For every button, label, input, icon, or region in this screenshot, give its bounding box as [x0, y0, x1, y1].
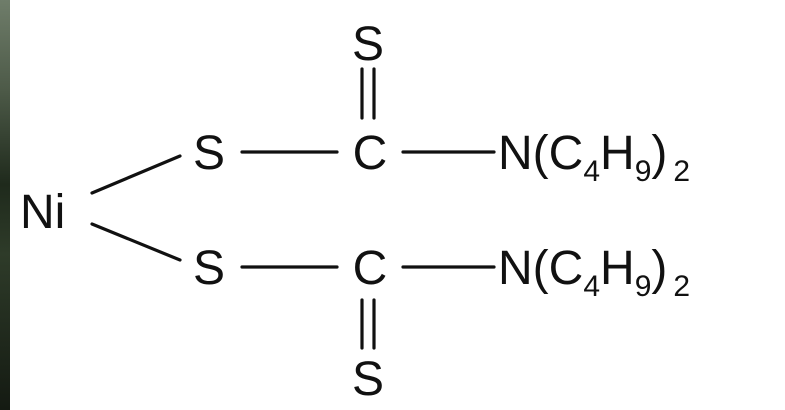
- carbon-subscript-lower: 4: [583, 270, 600, 303]
- open-paren-upper: (: [533, 127, 549, 180]
- hydrogen-subscript-lower: 9: [635, 270, 652, 303]
- thione-sulfur-lower: S: [352, 353, 384, 406]
- hydrogen-subscript-upper: 9: [635, 155, 652, 188]
- group-count-upper: 2: [673, 155, 690, 188]
- close-paren-lower: ): [651, 242, 667, 295]
- thiolate-sulfur-lower: S: [193, 242, 225, 295]
- dibutylamino-group-upper: N(C4H9)2: [498, 127, 690, 188]
- bond-ni-s-upper: [90, 154, 182, 195]
- close-paren-upper: ): [651, 127, 667, 180]
- thione-sulfur-upper: S: [352, 18, 384, 71]
- bond-ni-s-lower: [90, 222, 182, 262]
- nitrogen-label-upper: N: [498, 127, 533, 180]
- thiolate-sulfur-upper: S: [193, 127, 225, 180]
- photo-edge-strip: [0, 0, 10, 410]
- carbon-subscript-upper: 4: [583, 155, 600, 188]
- open-paren-lower: (: [533, 242, 549, 295]
- nickel-atom: Ni: [20, 186, 65, 239]
- hydrogen-group-upper: H: [600, 127, 635, 180]
- nitrogen-label-lower: N: [498, 242, 533, 295]
- dibutylamino-group-lower: N(C4H9)2: [498, 242, 690, 303]
- group-count-lower: 2: [673, 270, 690, 303]
- carbon-group-lower: C: [549, 242, 584, 295]
- hydrogen-group-lower: H: [600, 242, 635, 295]
- carbon-upper: C: [353, 127, 388, 180]
- carbon-lower: C: [353, 242, 388, 295]
- carbon-group-upper: C: [549, 127, 584, 180]
